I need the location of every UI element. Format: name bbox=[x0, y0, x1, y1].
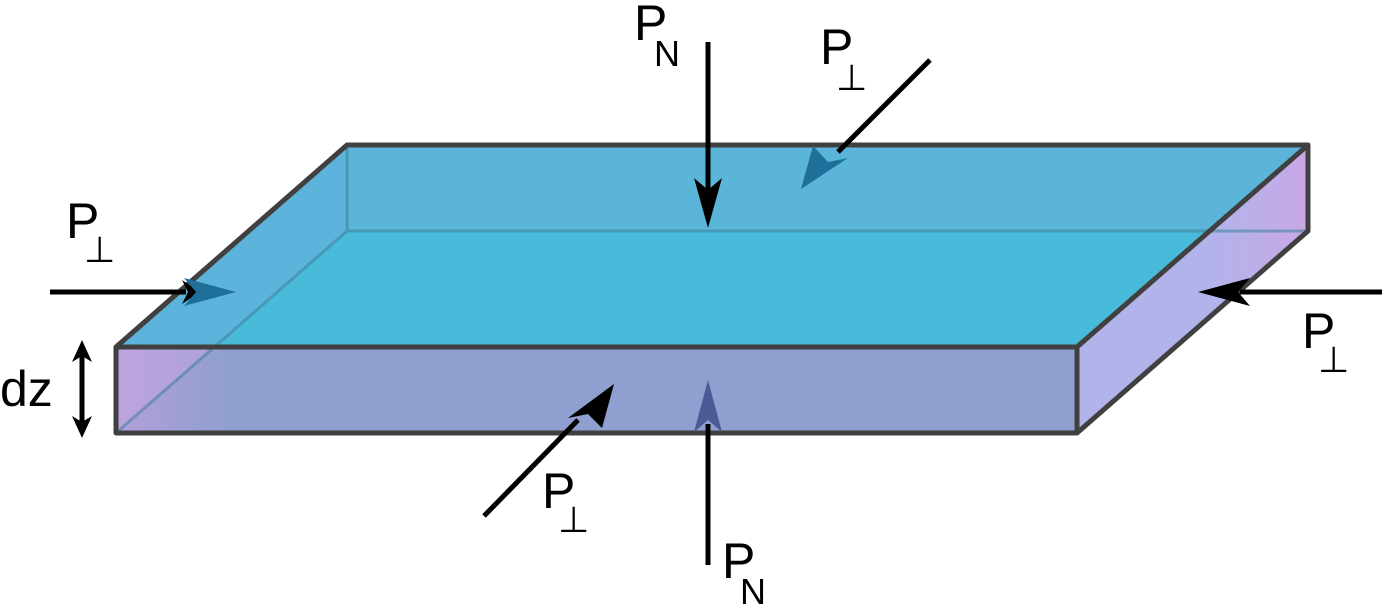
arrowhead-pn-bottom bbox=[694, 380, 722, 432]
slab-front-outline bbox=[113, 347, 1080, 436]
label-pperp-back: P⊥ bbox=[820, 19, 867, 98]
slab-top-cover bbox=[116, 145, 1308, 347]
arrowhead-pperp-left bbox=[184, 278, 236, 306]
arrowhead-pn-top bbox=[694, 178, 722, 228]
arrow-pn-bottom bbox=[694, 380, 722, 565]
arrowhead-pperp-front bbox=[568, 384, 614, 428]
pressure-arrows bbox=[50, 42, 1382, 565]
label-pperp-front: P⊥ bbox=[542, 463, 589, 540]
arrowhead-pperp-back bbox=[801, 146, 848, 189]
slab-right-face bbox=[1077, 145, 1308, 433]
label-dz: dz bbox=[0, 361, 53, 417]
slab-right-outline bbox=[1075, 145, 1311, 435]
slab-back-face bbox=[347, 145, 1308, 231]
dz-thickness-arrow bbox=[72, 340, 92, 438]
arrow-pn-top bbox=[694, 42, 722, 228]
label-pperp-right: P⊥ bbox=[1302, 303, 1349, 380]
arrowhead-pperp-right bbox=[1198, 278, 1250, 306]
slab-hidden-edges bbox=[115, 145, 1308, 435]
arrow-pperp-left bbox=[50, 278, 236, 306]
arrow-pperp-back bbox=[801, 58, 932, 189]
label-pperp-left: P⊥ bbox=[66, 193, 115, 270]
slab bbox=[113, 142, 1311, 436]
arrow-pperp-right bbox=[1198, 278, 1382, 306]
slab-front-face bbox=[116, 347, 1077, 433]
arrowhead-pperp-left-outside bbox=[182, 280, 200, 304]
arrow-pperp-front bbox=[482, 384, 614, 518]
